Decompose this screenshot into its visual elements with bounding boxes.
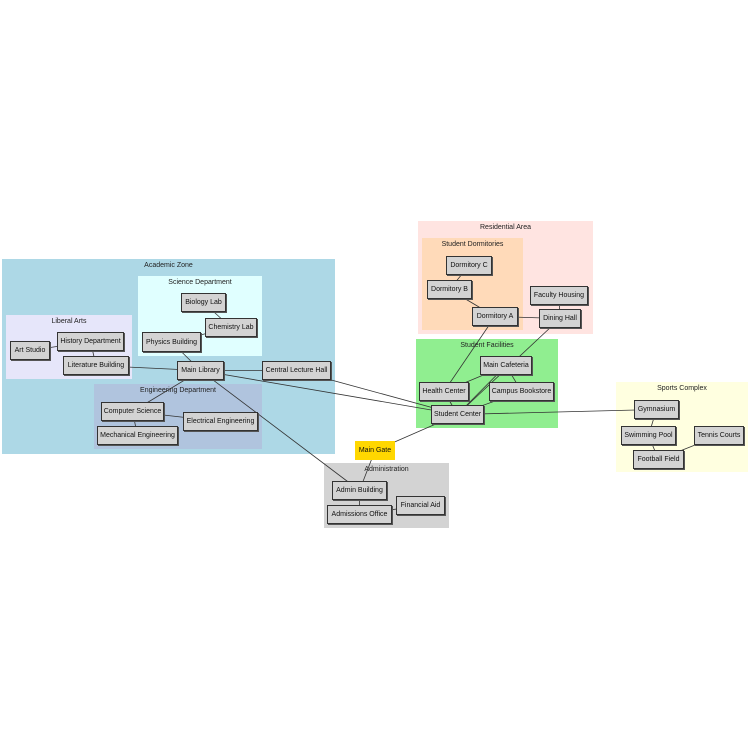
node-health-center[interactable]: Health Center: [419, 382, 469, 401]
node-electrical-engineering[interactable]: Electrical Engineering: [183, 412, 258, 431]
node-dormitory-a[interactable]: Dormitory A: [472, 307, 518, 326]
node-main-gate[interactable]: Main Gate: [355, 441, 395, 460]
node-gymnasium[interactable]: Gymnasium: [634, 400, 679, 419]
cluster-label: Liberal Arts: [51, 318, 87, 325]
node-literature-building[interactable]: Literature Building: [63, 356, 129, 375]
edge-dormitory_a-health_center: [443, 316, 496, 392]
cluster-label: Science Department: [168, 279, 232, 286]
node-main-library[interactable]: Main Library: [177, 361, 224, 380]
node-dining-hall[interactable]: Dining Hall: [539, 309, 581, 328]
node-physics-building[interactable]: Physics Building: [142, 332, 201, 352]
node-central-lecture-hall[interactable]: Central Lecture Hall: [262, 361, 331, 380]
cluster-label: Academic Zone: [144, 262, 193, 269]
node-dormitory-c[interactable]: Dormitory C: [446, 256, 492, 275]
node-financial-aid[interactable]: Financial Aid: [396, 496, 445, 515]
node-dormitory-b[interactable]: Dormitory B: [427, 280, 472, 299]
node-swimming-pool[interactable]: Swimming Pool: [621, 426, 676, 445]
edge-main_library-student_center: [200, 370, 458, 415]
node-mechanical-engineering[interactable]: Mechanical Engineering: [97, 426, 178, 445]
cluster-label: Engineering Department: [140, 387, 216, 394]
edge-main_library-admin_building: [200, 370, 360, 491]
cluster-label: Administration: [364, 466, 409, 473]
edge-student_center-gymnasium: [457, 409, 657, 415]
node-main-cafeteria[interactable]: Main Cafeteria: [480, 356, 532, 375]
node-biology-lab[interactable]: Biology Lab: [181, 293, 226, 312]
node-chemistry-lab[interactable]: Chemistry Lab: [205, 318, 257, 337]
node-campus-bookstore[interactable]: Campus Bookstore: [489, 382, 554, 401]
node-history-department[interactable]: History Department: [57, 332, 124, 351]
cluster-label: Residential Area: [480, 224, 531, 231]
cluster-label: Student Dormitories: [441, 241, 504, 248]
cluster-label: Sports Complex: [657, 385, 707, 392]
node-art-studio[interactable]: Art Studio: [10, 341, 50, 360]
node-student-center[interactable]: Student Center: [431, 405, 484, 424]
node-admin-building[interactable]: Admin Building: [332, 481, 387, 500]
node-computer-science[interactable]: Computer Science: [101, 402, 164, 421]
cluster-label: Student Facilities: [460, 342, 514, 349]
node-football-field[interactable]: Football Field: [633, 450, 684, 469]
node-tennis-courts[interactable]: Tennis Courts: [694, 426, 744, 445]
node-faculty-housing[interactable]: Faculty Housing: [530, 286, 588, 305]
node-admissions-office[interactable]: Admissions Office: [327, 505, 392, 524]
